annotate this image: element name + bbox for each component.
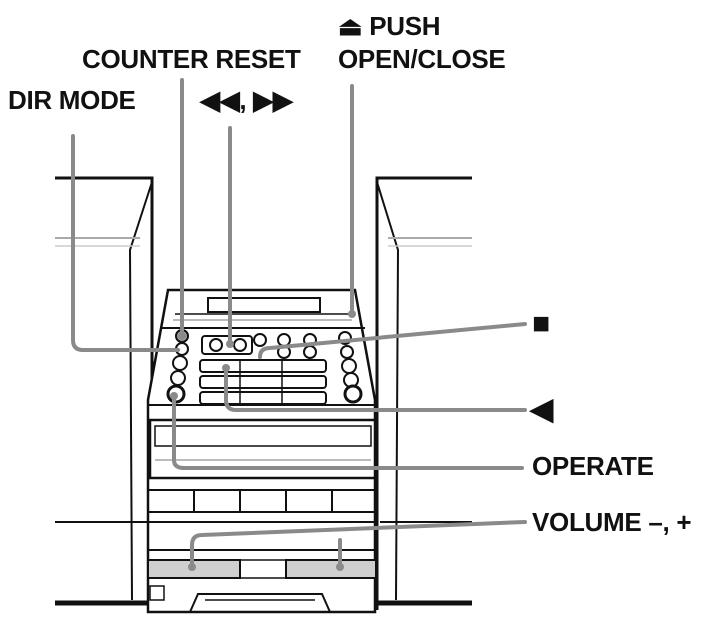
- label-operate: OPERATE: [532, 451, 654, 481]
- left-speaker: [55, 176, 154, 610]
- leader-dots: [170, 310, 356, 571]
- label-rewind-ff: ◀◀, ▶▶: [200, 85, 293, 115]
- control-buttons: [166, 329, 363, 405]
- label-stop: ■: [532, 307, 550, 340]
- leader-volume: [190, 520, 527, 567]
- label-volume: VOLUME –, +: [532, 507, 692, 537]
- label-push: ⏏ PUSH: [338, 11, 441, 41]
- label-open-close: OPEN/CLOSE: [338, 44, 506, 74]
- leader-lines: [71, 78, 527, 567]
- leader-operate: [172, 396, 524, 470]
- label-counter-reset: COUNTER RESET: [82, 44, 301, 74]
- leader-play: [224, 364, 527, 412]
- label-play: ◀: [530, 393, 553, 426]
- leader-stop: [258, 322, 527, 359]
- right-speaker: [375, 176, 472, 610]
- leader-dir-mode: [71, 134, 180, 352]
- label-dir-mode: DIR MODE: [8, 85, 136, 115]
